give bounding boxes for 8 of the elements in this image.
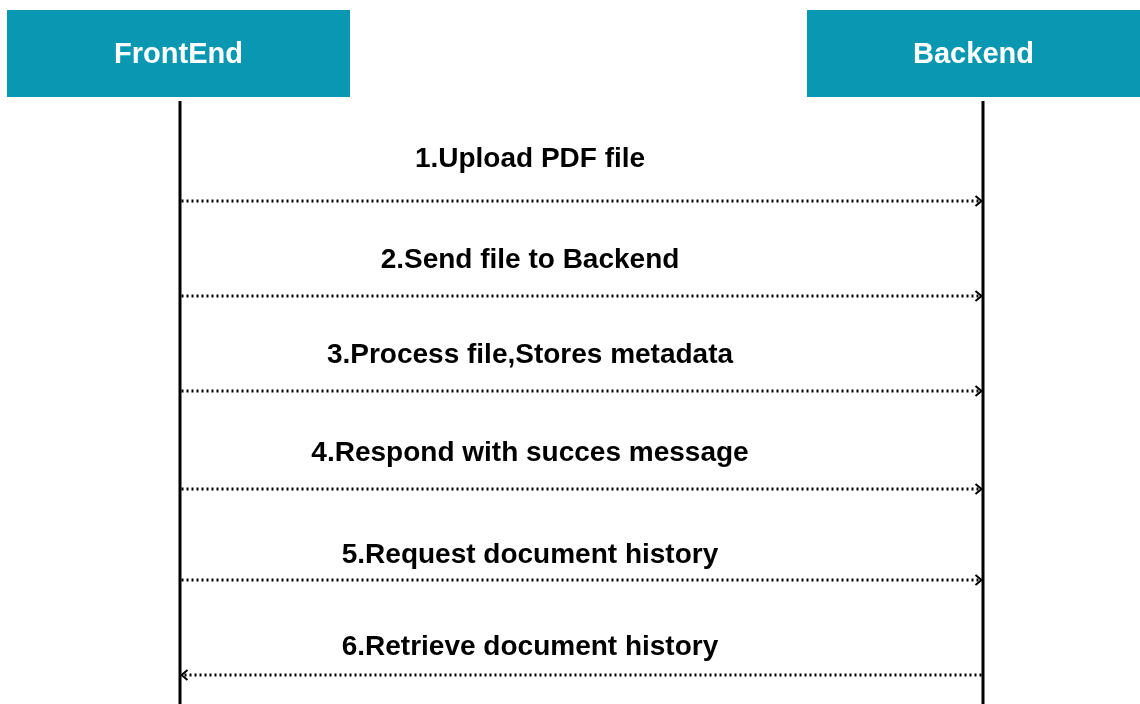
participant-box: Backend: [807, 10, 1140, 97]
arrow: [181, 290, 983, 302]
arrow: [181, 385, 983, 397]
arrow: [181, 574, 983, 586]
arrow: [181, 483, 983, 495]
arrow: [181, 195, 983, 207]
arrow: [180, 669, 982, 681]
participant-box: FrontEnd: [7, 10, 350, 97]
